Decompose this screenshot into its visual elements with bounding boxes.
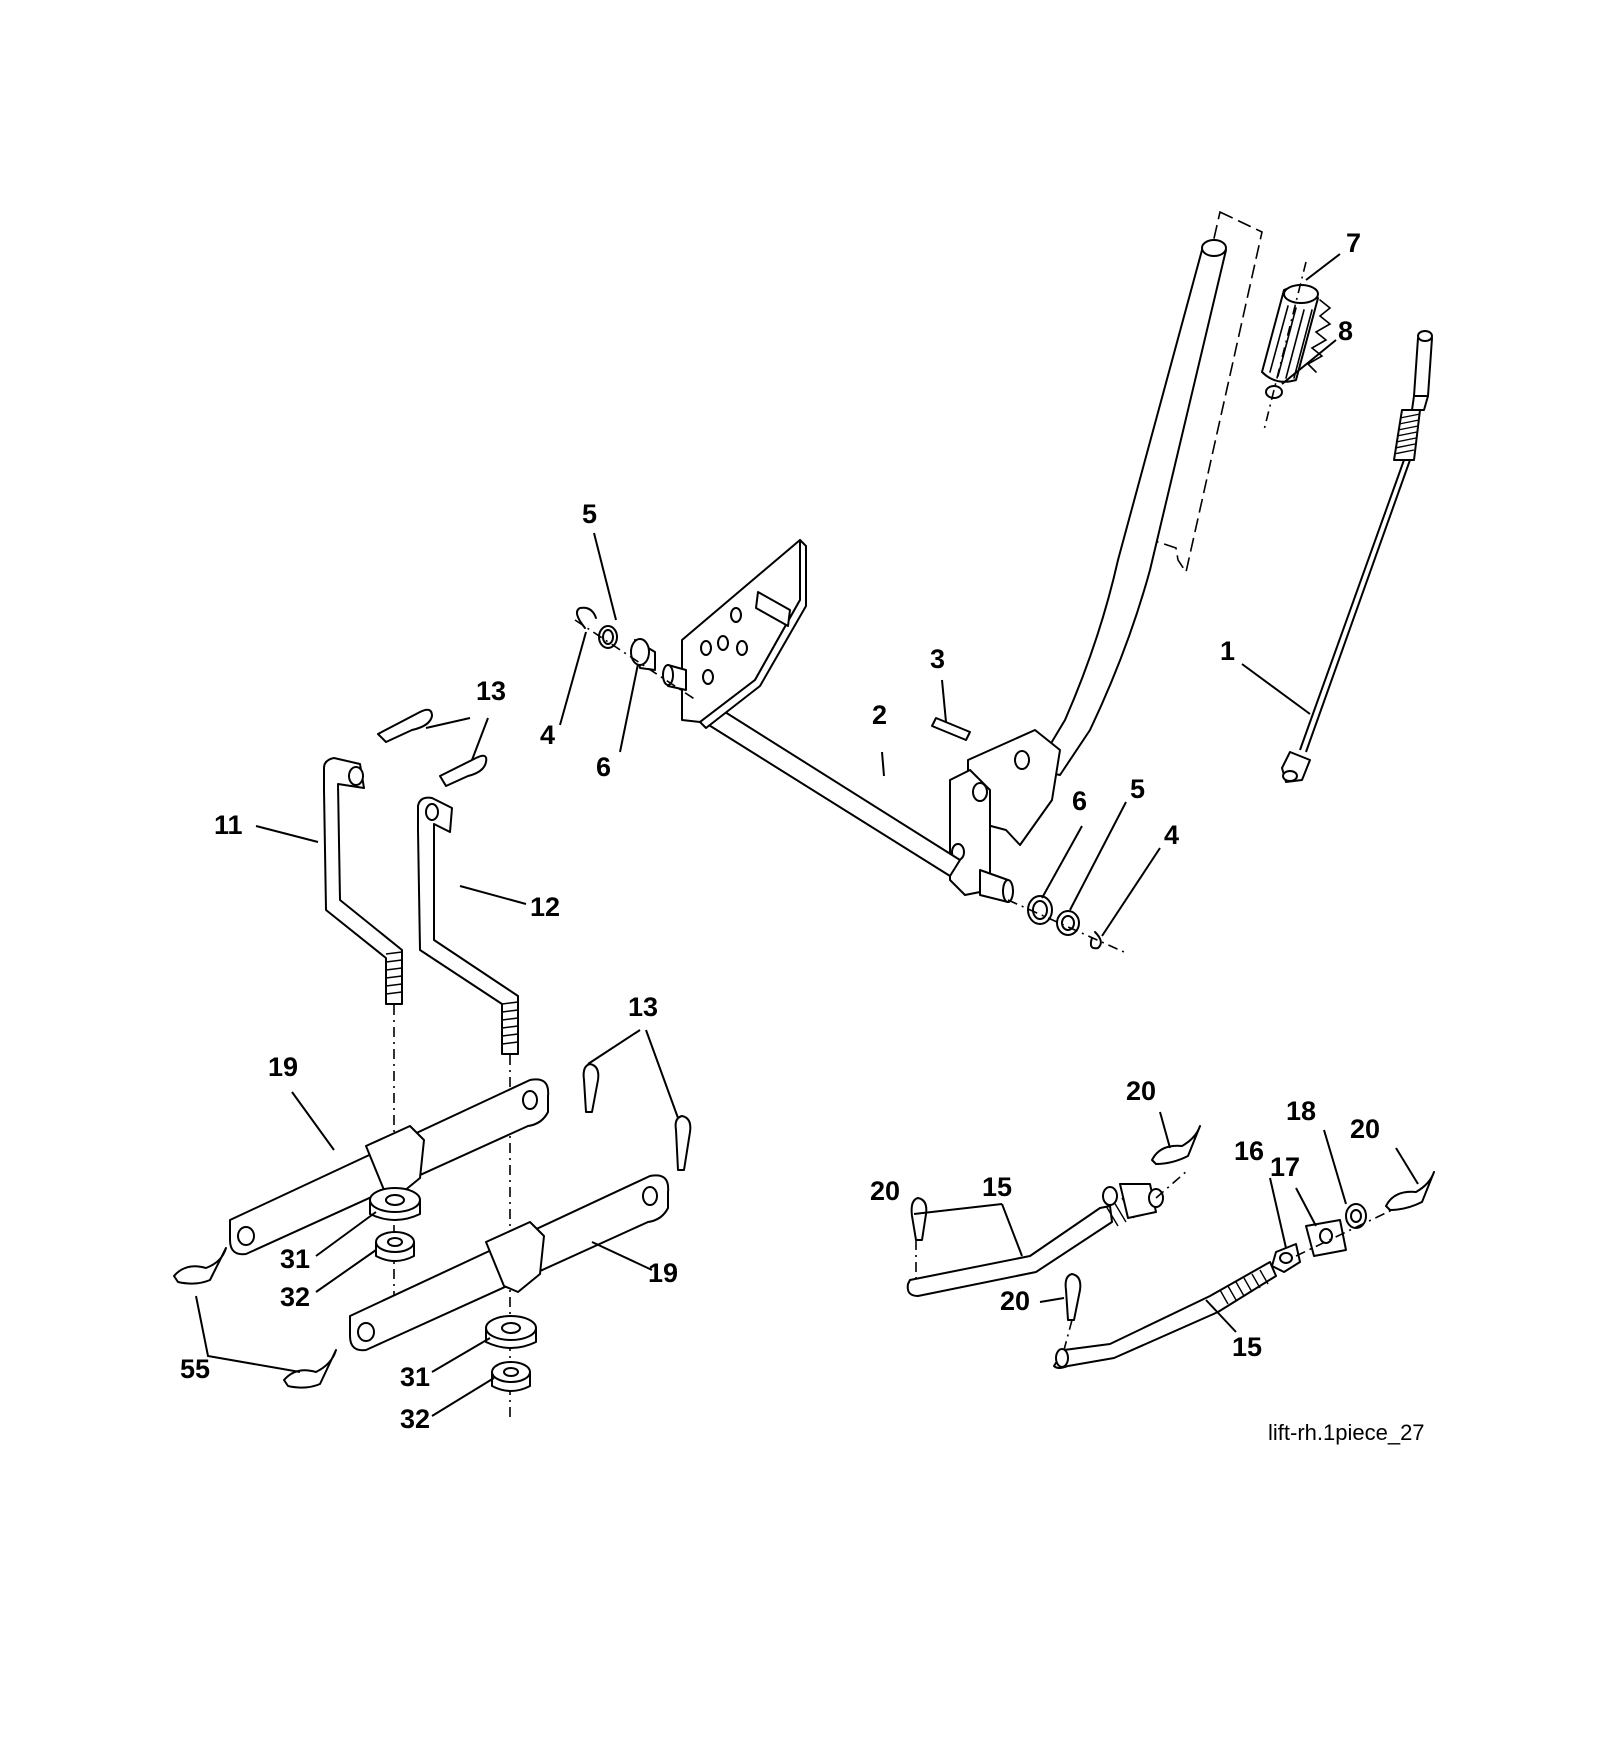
callout-15: 15 [982, 1172, 1012, 1202]
rod-joint-centerline-2 [1295, 1209, 1393, 1257]
callout-20: 20 [1000, 1286, 1030, 1316]
callout-6: 6 [596, 752, 611, 782]
callout-31: 31 [400, 1362, 430, 1392]
callout-5: 5 [1130, 774, 1145, 804]
hairpin-clip-20-d [1064, 1273, 1082, 1321]
rod-joint-centerline [1155, 1169, 1189, 1199]
lift-link-12 [417, 796, 519, 1055]
callout-55: 55 [180, 1354, 210, 1384]
callout-20: 20 [1350, 1114, 1380, 1144]
handle-grip [1261, 284, 1332, 383]
lift-arm-19-lower [349, 1174, 670, 1352]
hairpin-clip-top-2 [439, 754, 488, 787]
callout-6: 6 [1072, 786, 1087, 816]
figure-id: lift-rh.1piece_27 [1268, 1420, 1425, 1445]
callout-18: 18 [1286, 1096, 1316, 1126]
grip-centerline [1263, 261, 1307, 431]
callout-19: 19 [648, 1258, 678, 1288]
callout-4: 4 [1164, 820, 1179, 850]
hairpin-clip-mid-1 [582, 1063, 600, 1113]
nut-32-upper [375, 1231, 415, 1262]
callout-17: 17 [1270, 1152, 1300, 1182]
callout-13: 13 [628, 992, 658, 1022]
jam-nut-16 [1271, 1243, 1301, 1273]
callout-15: 15 [1232, 1332, 1262, 1362]
nut-32-lower [491, 1361, 531, 1392]
callout-3: 3 [930, 644, 945, 674]
spacer-31-upper [369, 1187, 421, 1221]
callout-31: 31 [280, 1244, 310, 1274]
lift-shaft [686, 692, 1014, 903]
lift-cable [1281, 330, 1433, 783]
lift-link-11 [323, 757, 403, 1005]
hairpin-clip-20-b [1385, 1171, 1435, 1211]
hairpin-clip-55-2 [283, 1349, 337, 1389]
adjustment-rod-15-lower [1053, 1261, 1277, 1369]
right-bushing-stack [1007, 895, 1125, 953]
adjustment-rod-15-upper [906, 1183, 1164, 1297]
spacer-31-lower [485, 1315, 537, 1349]
leader-lines [195, 253, 1419, 1417]
key-pin [931, 717, 971, 741]
callout-32: 32 [400, 1404, 430, 1434]
lift-handle-lever [949, 239, 1227, 896]
trunnion-block-17 [1305, 1219, 1347, 1257]
callout-19: 19 [268, 1052, 298, 1082]
rod-end-centerline-2 [1063, 1319, 1073, 1351]
callout-7: 7 [1346, 228, 1361, 258]
hairpin-clip-20-a [1151, 1125, 1201, 1165]
hairpin-clip-top-1 [377, 708, 433, 743]
callout-13: 13 [476, 676, 506, 706]
callout-labels: 7 8 5 1 3 13 4 2 6 6 5 11 4 12 13 19 20 … [180, 228, 1380, 1434]
callout-8: 8 [1338, 316, 1353, 346]
callout-32: 32 [280, 1282, 310, 1312]
callout-12: 12 [530, 892, 560, 922]
callout-2: 2 [872, 700, 887, 730]
lift-arm-19-upper [229, 1078, 550, 1256]
callout-5: 5 [582, 499, 597, 529]
callout-20: 20 [1126, 1076, 1156, 1106]
callout-4: 4 [540, 720, 555, 750]
callout-11: 11 [214, 810, 243, 840]
callout-20: 20 [870, 1176, 900, 1206]
hairpin-clip-55-1 [173, 1247, 227, 1285]
callout-16: 16 [1234, 1136, 1264, 1166]
hairpin-clip-mid-2 [674, 1115, 692, 1171]
callout-1: 1 [1220, 636, 1235, 666]
hairpin-clip-20-c [910, 1197, 928, 1241]
left-bushing-stack [574, 606, 697, 701]
mounting-plate [681, 539, 807, 729]
